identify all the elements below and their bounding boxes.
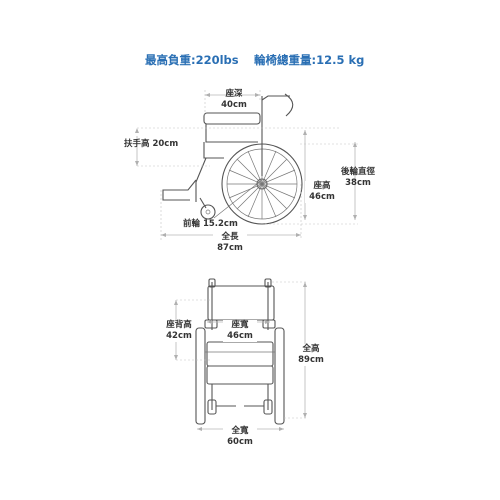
- right-caster: [263, 399, 273, 415]
- side-dimensions: [135, 90, 358, 240]
- rear-wheel-label: 後輪直徑 38cm: [330, 167, 386, 189]
- total-width-label: 全寬 60cm: [223, 426, 257, 448]
- front-caster: [200, 204, 216, 220]
- backrest: [207, 285, 275, 321]
- seat-base: [206, 365, 274, 385]
- armrest-height-label: 扶手高 20cm: [124, 139, 179, 149]
- total-height-value: 89cm: [298, 355, 324, 365]
- seat-width-title: 座寬: [231, 320, 249, 330]
- total-height-label: 全高 89cm: [294, 344, 328, 366]
- backrest-height-title: 座背高: [166, 320, 192, 330]
- rear-wheel-title: 後輪直徑: [340, 167, 375, 177]
- left-rear-wheel: [195, 327, 206, 425]
- seat-depth-title: 座深: [225, 89, 243, 99]
- left-handle: [208, 278, 216, 288]
- lower-frame-bar: [213, 179, 263, 219]
- seat-depth-label: 座深 40cm: [217, 89, 251, 111]
- max-load-text: 最高負重:220lbs: [145, 53, 239, 67]
- seat-width-label: 座寬 46cm: [223, 320, 257, 342]
- total-length-label: 全長 87cm: [213, 232, 247, 254]
- backrest-height-value: 42cm: [166, 331, 192, 341]
- total-height-title: 全高: [302, 344, 320, 354]
- handle-grip-curve: [284, 93, 294, 117]
- seat-height-label: 座高 46cm: [305, 181, 339, 203]
- total-length-title: 全長: [221, 232, 239, 242]
- seat-frame: [203, 142, 224, 159]
- right-handle: [264, 278, 272, 288]
- right-rear-wheel: [274, 327, 285, 425]
- seat-height-title: 座高: [313, 181, 331, 191]
- right-armrest: [262, 319, 276, 329]
- armrest-frame: [205, 124, 258, 143]
- total-length-value: 87cm: [217, 243, 243, 253]
- seat-depth-value: 40cm: [221, 100, 247, 110]
- seat-width-value: 46cm: [227, 331, 253, 341]
- seat-front: [206, 341, 274, 367]
- caster-fork: [199, 197, 207, 209]
- front-view-drawing: [195, 278, 285, 425]
- seat-height-value: 46cm: [309, 192, 335, 202]
- total-width-value: 60cm: [227, 437, 253, 447]
- total-weight-text: 輪椅總重量:12.5 kg: [254, 53, 365, 67]
- total-width-title: 全寬: [231, 426, 249, 436]
- left-armrest: [204, 319, 218, 329]
- rear-wheel-value: 38cm: [345, 178, 371, 188]
- backrest-height-label: 座背高 42cm: [164, 320, 194, 342]
- front-wheel-label: 前輪 15.2cm: [183, 219, 238, 229]
- front-dimensions: [174, 281, 308, 431]
- armrest-pad: [203, 112, 261, 125]
- wheel-spokes: [227, 149, 297, 219]
- push-handle: [261, 95, 290, 101]
- front-caster-hub: [205, 209, 211, 215]
- left-caster: [207, 399, 217, 415]
- footrest: [162, 179, 197, 201]
